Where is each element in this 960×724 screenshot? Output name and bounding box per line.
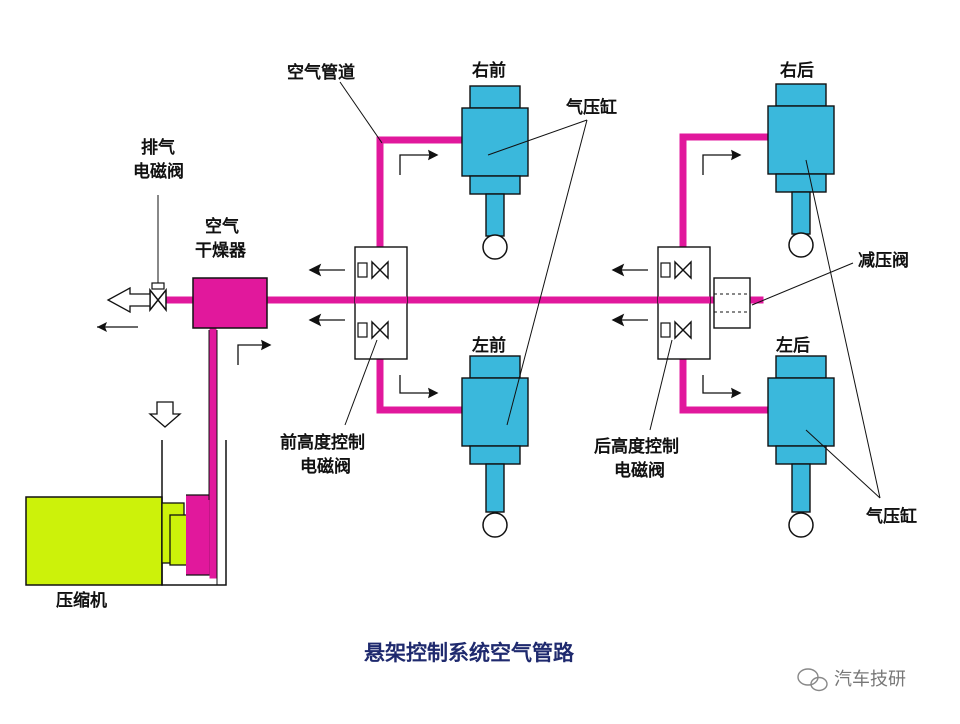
diagram-title: 悬架控制系统空气管路 — [364, 641, 575, 665]
label-rear-left: 左后 — [776, 335, 810, 356]
exhaust-solenoid-valve — [149, 195, 167, 313]
rear-exhaust-arrows-icon — [611, 263, 648, 327]
label-cylinder-top: 气压缸 — [565, 97, 617, 118]
label-relief-valve: 减压阀 — [858, 250, 909, 271]
label-rear-right: 右后 — [780, 60, 814, 81]
label-rear-valve-line2: 电磁阀 — [614, 460, 665, 481]
label-cylinder-bottom: 气压缸 — [865, 506, 917, 527]
intake-arrow-icon — [148, 401, 182, 428]
rear-height-control-valve — [657, 246, 711, 360]
cylinder-flow-arrows-icon — [399, 149, 742, 399]
label-rear-valve-line1: 后高度控制 — [594, 436, 679, 457]
pipe-outlines — [208, 330, 218, 585]
compressor-body — [25, 496, 163, 586]
relief-valve — [713, 277, 751, 329]
cylinder-front-right — [461, 85, 529, 260]
label-exhaust-valve-line1: 排气 — [141, 137, 175, 158]
label-front-right: 右前 — [472, 60, 506, 81]
wechat-logo-icon — [797, 668, 828, 692]
front-exhaust-arrows-icon — [308, 263, 345, 327]
exhaust-flow-arrow-icon — [97, 322, 138, 332]
cylinder-front-left — [461, 355, 529, 538]
exhaust-arrow-icon — [106, 286, 151, 314]
front-height-control-valve — [354, 246, 408, 360]
cylinder-rear-right — [767, 83, 835, 258]
compressor-head — [161, 440, 227, 586]
label-dryer-line1: 空气 — [205, 216, 239, 237]
label-exhaust-valve-line2: 电磁阀 — [133, 161, 184, 182]
label-compressor: 压缩机 — [56, 590, 107, 611]
flow-arrow-icon — [237, 339, 272, 365]
label-air-pipe: 空气管道 — [287, 62, 355, 83]
label-front-left: 左前 — [472, 335, 506, 356]
label-dryer-line2: 干燥器 — [195, 241, 247, 261]
air-dryer — [192, 277, 268, 329]
watermark-text: 汽车技研 — [834, 669, 906, 690]
cylinder-rear-left — [767, 355, 835, 538]
label-front-valve-line1: 前高度控制 — [280, 432, 365, 453]
label-front-valve-line2: 电磁阀 — [300, 456, 351, 477]
leader-lines — [339, 81, 881, 499]
